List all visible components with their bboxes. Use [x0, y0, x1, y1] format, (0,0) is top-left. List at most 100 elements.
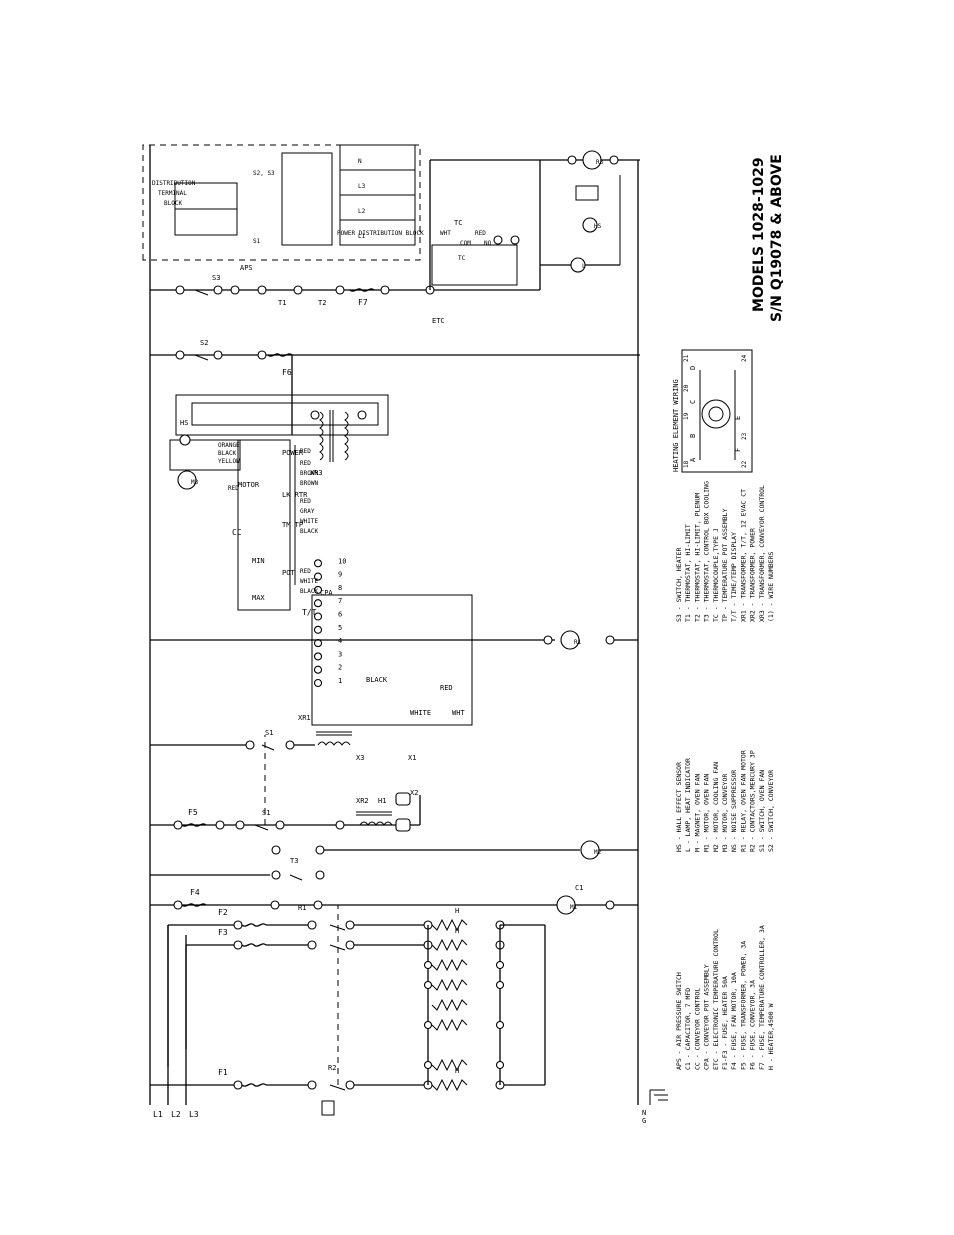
- label-XR2: XR2: [356, 797, 369, 805]
- hall-sensor-HS: HS: [175, 394, 389, 446]
- label-S2S3-block: S2, S3: [253, 170, 275, 177]
- relay-R1-icon: [560, 630, 580, 650]
- label-CPA: CPA: [320, 589, 333, 597]
- XR2-coil: [359, 821, 393, 826]
- wire-wht-tt: WHT: [452, 709, 465, 717]
- label-G: G: [642, 1117, 646, 1125]
- label-M1: M1: [570, 904, 578, 911]
- wire-brown-1: BROWN: [300, 480, 318, 487]
- label-F3: F3: [218, 928, 228, 937]
- label-X3: X3: [356, 754, 364, 762]
- dtb-label-3: BLOCK: [164, 200, 182, 207]
- legend-entry: F6 - FUSE, CONVEYOR, 3A: [749, 980, 757, 1070]
- label-MOTOR: MOTOR: [238, 481, 260, 489]
- wire-red-m3: RED: [228, 485, 239, 492]
- wire-black-tt: BLACK: [366, 676, 388, 684]
- hew-number: 18: [683, 460, 690, 468]
- legend-entry: R2 - CONTACTORS,MERCURY 3P: [749, 750, 757, 852]
- tt-terminal-number: 2: [338, 664, 342, 672]
- title-line2: S/N Q19078 & ABOVE: [769, 154, 785, 322]
- dtb-label-1: DISTRIBUTION: [152, 180, 196, 187]
- wire-black-tp: BLACK: [300, 528, 318, 535]
- label-R1-contact: R1: [298, 904, 306, 912]
- conveyor-motor-M3: M3 MOTOR ORANGE BLACK YELLOW RED: [169, 439, 260, 492]
- label-F5: F5: [188, 808, 198, 817]
- hew-letter: F: [734, 448, 742, 452]
- lamp-L-icon: [570, 257, 586, 273]
- hew-number: 20: [683, 384, 690, 392]
- hew-number: 23: [741, 432, 748, 440]
- legend-entry: S1 - SWITCH, OVEN FAN: [758, 770, 766, 852]
- wire-red-power-1: RED: [300, 460, 311, 467]
- label-H-2: H: [455, 907, 459, 915]
- tt-terminal: [313, 612, 323, 621]
- tt-terminal: [313, 652, 323, 661]
- wire-black-pot: BLACK: [300, 588, 318, 595]
- label-L1: L1: [153, 1110, 163, 1119]
- hew-letter: E: [734, 416, 742, 420]
- heater-control-branch: S3 APS T1 T2 F7 ETC: [150, 160, 541, 325]
- wire-white-tp: WHITE: [300, 518, 318, 525]
- label-N: N: [642, 1109, 646, 1117]
- label-S1-b: S1: [265, 729, 273, 737]
- pdb-label: POWER DISTRIBUTION BLOCK: [337, 230, 424, 237]
- label-S1-a: S1: [262, 809, 270, 817]
- tt-terminal: [313, 678, 323, 688]
- wire-brown-2: BROWN: [300, 470, 318, 477]
- hew-number: 24: [741, 354, 748, 362]
- label-M2: M2: [594, 849, 602, 856]
- label-S1-block: S1: [253, 238, 261, 245]
- power-transformer-branch: F5 S1 XR2 H1 X2 X3 X1: [150, 754, 421, 832]
- tt-terminal: [313, 625, 323, 634]
- wire-orange: ORANGE: [218, 442, 240, 449]
- label-TC-plus: TC: [458, 255, 466, 262]
- legend-entry: T/T - TIME/TEMP DISPLAY: [730, 532, 738, 622]
- legend-entry: T2 - THERMOSTAT, HI-LIMIT, PLENUM: [693, 493, 701, 622]
- contactor-R3-icon: [582, 150, 602, 170]
- pdb-col-L3: L3: [358, 183, 366, 190]
- label-APS: APS: [240, 264, 253, 272]
- legend-entry: R1 - RELAY, OVEN FAN MOTOR: [739, 750, 747, 852]
- etc-controller: TC COM NO WHT RED TC: [431, 219, 520, 286]
- label-X1: X1: [408, 754, 416, 762]
- heater-branch-3: F3 H: [185, 927, 505, 1049]
- distribution-block: DISTRIBUTION TERMINAL BLOCK S1 S2, S3 PO…: [142, 144, 424, 261]
- label-MAX: MAX: [252, 594, 265, 602]
- label-TT: T/T: [302, 608, 317, 617]
- label-HS: HS: [180, 419, 188, 427]
- tt-terminal: [313, 665, 323, 674]
- hew-letter: A: [689, 457, 697, 462]
- tt-terminal: [313, 585, 323, 594]
- label-L2: L2: [171, 1110, 181, 1119]
- legend-entry: NS - NOISE SUPPRESSOR: [730, 770, 738, 852]
- legend-entry: HS - HALL EFFECT SENSOR: [675, 762, 683, 852]
- relay-R1-coil: R1: [150, 630, 638, 650]
- legend-entry: C1 - CAPACITOR, 7 MFD: [684, 988, 692, 1070]
- title-line1: MODELS 1028-1029: [751, 157, 767, 312]
- legend-entry: APS - AIR PRESSURE SWITCH: [675, 972, 683, 1070]
- legend-entry: T3 - THERMOSTAT, CONTROL BOX COOLING: [703, 481, 711, 622]
- tt-terminal-number: 10: [338, 557, 346, 565]
- label-T3: T3: [290, 857, 298, 865]
- wire-white-tt: WHITE: [410, 709, 431, 717]
- tt-terminal: [313, 599, 323, 608]
- hew-letter: C: [689, 400, 697, 404]
- tt-terminal-number: 4: [338, 637, 342, 645]
- hew-number: 22: [741, 460, 748, 468]
- motor-M3-icon: [177, 470, 197, 490]
- hew-label: HEATING ELEMENT WIRING: [672, 379, 680, 472]
- label-T1: T1: [278, 299, 286, 307]
- R2-box: [321, 1100, 335, 1116]
- ground-icon: [649, 1089, 668, 1105]
- hew-number: 21: [683, 354, 690, 362]
- legend-entry: T1 - THERMOSTAT, HI-LIMIT: [684, 524, 692, 622]
- label-HS-top: HS: [594, 223, 602, 230]
- label-XR3: XR3: [310, 469, 323, 477]
- wire-gray-lk: GRAY: [300, 508, 315, 515]
- label-S3: S3: [212, 274, 220, 282]
- legend-entry: F7 - FUSE, TEMPERATURE CONTROLLER, 3A: [758, 925, 766, 1070]
